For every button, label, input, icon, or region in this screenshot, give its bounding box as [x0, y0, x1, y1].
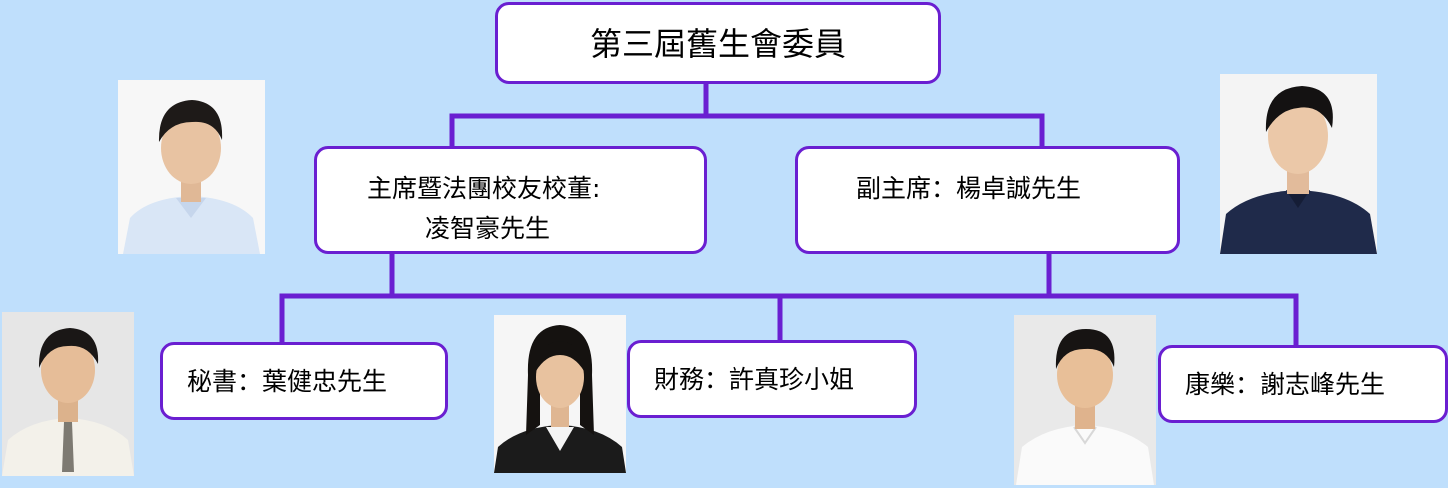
treasurer-box: 財務：許真珍小姐	[627, 340, 917, 418]
vice-chair-photo	[1220, 74, 1377, 254]
vice-chair-label: 副主席：楊卓誠先生	[856, 174, 1082, 203]
secretary-photo	[2, 312, 134, 476]
title-box: 第三屆舊生會委員	[495, 2, 941, 84]
chair-photo	[118, 80, 265, 254]
treasurer-photo	[494, 315, 626, 473]
chart-title: 第三屆舊生會委員	[589, 25, 846, 63]
treasurer-label: 財務：許真珍小姐	[654, 365, 855, 394]
recreation-box: 康樂：謝志峰先生	[1158, 345, 1448, 423]
chair-box: 主席暨法團校友校董: 凌智豪先生	[314, 146, 707, 254]
secretary-label: 秘書：葉健忠先生	[187, 367, 388, 396]
chair-role: 主席暨法團校友校董:	[367, 174, 601, 203]
secretary-box: 秘書：葉健忠先生	[160, 342, 448, 420]
recreation-photo	[1014, 315, 1156, 485]
recreation-label: 康樂：謝志峰先生	[1185, 370, 1386, 399]
chair-name: 凌智豪先生	[425, 214, 551, 243]
vice-chair-box: 副主席：楊卓誠先生	[795, 146, 1180, 254]
